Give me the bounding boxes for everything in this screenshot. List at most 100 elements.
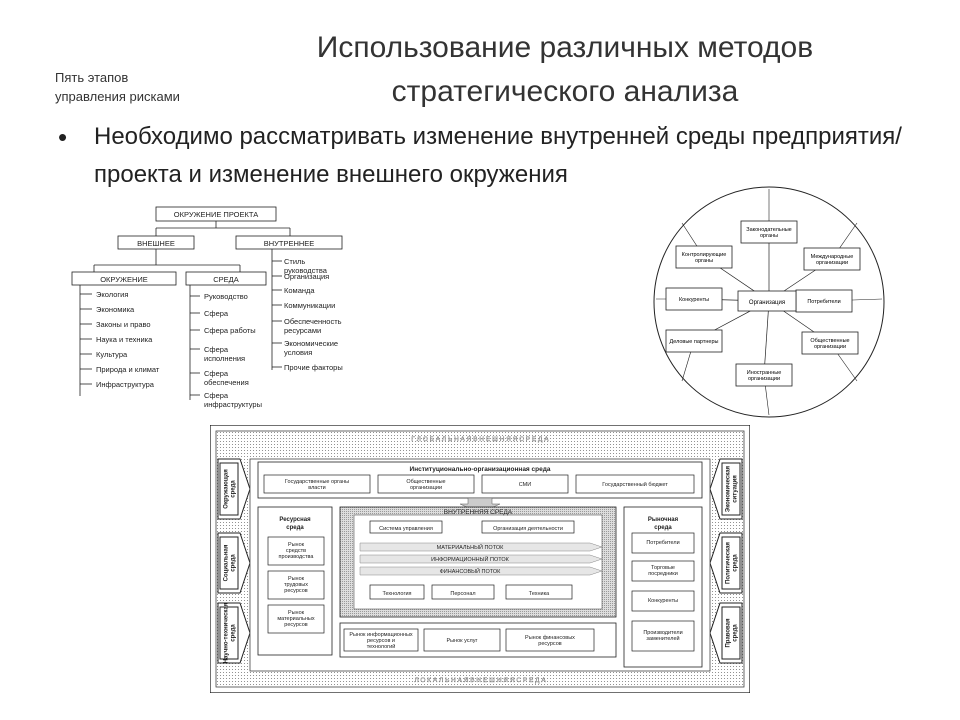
side-label: Пять этапов управления рисками [55, 70, 180, 104]
internal-bottom-item: Персонал [450, 591, 475, 597]
internal-bottom-item: Техника [529, 591, 550, 597]
resource-item-box [267, 570, 325, 600]
institutional-title: Институционально-организационная среда [410, 466, 551, 473]
resource-item-box [267, 604, 325, 634]
tree-external-label: ВНЕШНЕЕ [137, 239, 175, 248]
tree-environment-item: Инфраструктура [96, 380, 155, 389]
market-item-box [631, 590, 695, 612]
circle-center-label: Организация [749, 300, 785, 306]
circle-node-box [801, 331, 859, 355]
right-side-label-box [721, 536, 741, 590]
bottom-item-box [343, 628, 419, 652]
circle-node-box [803, 247, 861, 271]
tree-medium-item: Руководство [204, 292, 248, 301]
right-side-label-box [721, 462, 741, 516]
bullet-text: Необходимо рассматривать изменение внутр… [94, 123, 902, 188]
institutional-item-box [575, 474, 695, 494]
bottom-item: Рынок услуг [446, 638, 477, 644]
market-item-box [631, 532, 695, 554]
slide-title: Использование различных методов стратеги… [316, 31, 814, 108]
tree-internal-item: Команда [284, 286, 315, 295]
institutional-item: СМИ [519, 482, 531, 488]
internal-bottom-item: Технология [382, 591, 411, 597]
local-env-label: Л О К А Л Ь Н А Я В Н Е Ш Н Я Я С Р Е Д … [414, 677, 546, 684]
global-env-label: Г Л О Б А Л Ь Н А Я В Н Е Ш Н Я Я С Р Е … [411, 436, 549, 443]
external-environment-diagram: Г Л О Б А Л Ь Н А Я В Н Е Ш Н Я Я С Р Е … [210, 425, 750, 693]
market-item-box [631, 560, 695, 582]
tree-environment-item: Природа и климат [96, 365, 160, 374]
circle-node-label: Деловые партнеры [670, 339, 719, 345]
market-item: Потребители [646, 540, 679, 546]
internal-top-box [481, 520, 575, 534]
left-side-label-box [219, 536, 239, 590]
institutional-item: Государственный бюджет [602, 481, 668, 488]
circle-node-label: Потребители [807, 299, 840, 305]
left-side-label-box [219, 462, 239, 516]
tree-environment-item: Экономика [96, 305, 135, 314]
internal-bottom-box [369, 584, 425, 600]
internal-bottom-box [505, 584, 573, 600]
bottom-item-box [505, 628, 595, 652]
institutional-item-box [377, 474, 475, 494]
left-side-label: Социальнаясреда [224, 544, 237, 581]
internal-top-item: Организация деятельности [493, 526, 563, 532]
circle-node-box [740, 220, 798, 244]
circle-node-box [735, 363, 793, 387]
right-side-label: Политическаясреда [726, 542, 739, 584]
institutional-item-box [481, 474, 569, 494]
internal-env-title: ВНУТРЕННЯЯ СРЕДА [444, 509, 513, 516]
tree-internal-item: Прочие факторы [284, 363, 343, 372]
circle-node-box [675, 245, 733, 269]
tree-environment-item: Экология [96, 290, 128, 299]
circle-node-box [665, 329, 723, 353]
market-item-box [631, 620, 695, 652]
right-side-label-box [721, 606, 741, 660]
internal-top-box [369, 520, 443, 534]
right-side-label: Экономическаяситуация [726, 465, 739, 512]
bottom-item-box [423, 628, 501, 652]
flow-label: МАТЕРИАЛЬНЫЙ ПОТОК [437, 543, 504, 551]
tree-internal-item: Организация [284, 272, 329, 281]
circle-node-box [665, 287, 723, 311]
tree-root-label: ОКРУЖЕНИЕ ПРОЕКТА [174, 210, 258, 219]
tree-internal-label: ВНУТРЕННЕЕ [264, 239, 315, 248]
circle-node-label: Конкуренты [679, 297, 709, 303]
resource-item-box [267, 536, 325, 566]
project-environment-tree: ОКРУЖЕНИЕ ПРОЕКТА ВНЕШНЕЕ ВНУТРЕННЕЕ ОКР… [71, 206, 343, 409]
institutional-item-box [263, 474, 371, 494]
tree-environment-item: Культура [96, 350, 128, 359]
left-side-label: Окружающаясреда [224, 469, 237, 509]
tree-medium-item: Сфера работы [204, 326, 256, 335]
tree-medium-item: Сфера [204, 309, 229, 318]
left-side-label: Научно-техническаясреда [224, 602, 237, 663]
left-side-label-box [219, 606, 239, 660]
internal-top-item: Система управления [379, 526, 433, 532]
internal-bottom-box [431, 584, 495, 600]
flow-label: ИНФОРМАЦИОННЫЙ ПОТОК [431, 555, 509, 563]
market-item: Конкуренты [648, 598, 678, 604]
tree-environment-label: ОКРУЖЕНИЕ [100, 275, 148, 284]
tree-internal-item: Коммуникации [284, 301, 335, 310]
bullet-dot-icon: • [58, 122, 68, 152]
